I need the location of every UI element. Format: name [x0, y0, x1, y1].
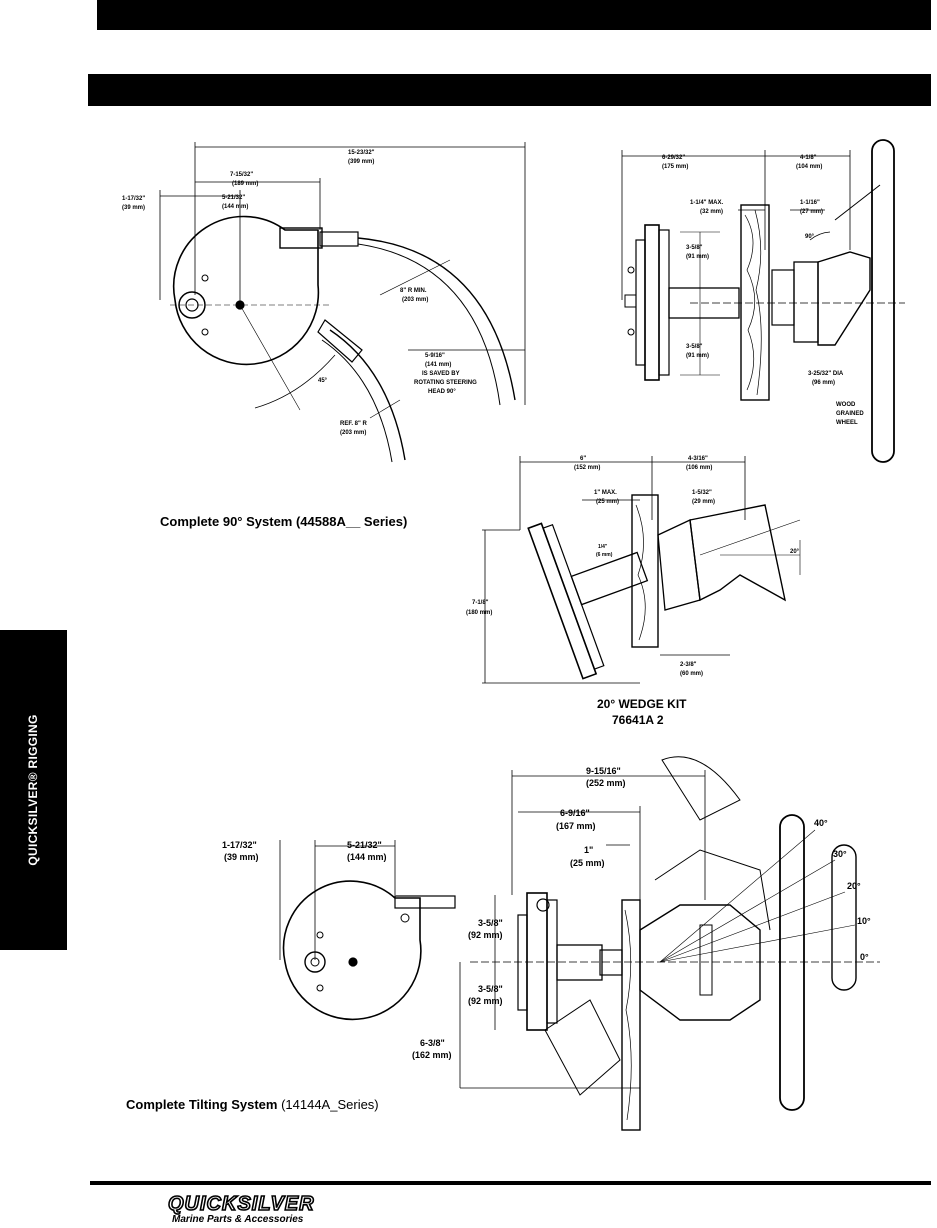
- dim-side-a: 6-29/32": [662, 155, 685, 161]
- dim-wedge-e: 1/4": [598, 544, 608, 550]
- caption-tilting-title: Complete Tilting System: [126, 1097, 278, 1112]
- caption-tilting-system: Complete Tilting System (14144A_Series): [126, 1097, 379, 1112]
- caption-wedge-part: 76641A 2: [612, 713, 664, 727]
- dim-wedge-b-mm: (106 mm): [686, 465, 712, 471]
- dim-wedge-b: 4-3/16": [688, 456, 708, 462]
- dim-tilt-c-mm: (25 mm): [570, 858, 605, 868]
- wheel-label-1: WOOD: [836, 402, 856, 408]
- dim-side-b: 4-1/8": [800, 155, 817, 161]
- dim-radius-mm: (203 mm): [402, 297, 428, 303]
- dim-side-d-mm: (27 mm): [800, 209, 823, 215]
- dim-tilt-f-mm: (92 mm): [468, 930, 503, 940]
- dim-overall-mm: (399 mm): [348, 159, 374, 165]
- logo-wordmark: QUICKSILVER: [167, 1193, 315, 1215]
- dim-wedge-f-mm: (60 mm): [680, 671, 703, 677]
- dim-wedge-angle: 20°: [790, 549, 800, 555]
- dim-tilt-h: 6-3/8": [420, 1038, 445, 1048]
- dim-wedge-h: 7-1/8": [472, 600, 489, 606]
- dim-wedge-f: 2-3/8": [680, 662, 697, 668]
- section-title-bar: [88, 74, 931, 106]
- dim-overall: 15-23/32": [348, 150, 375, 156]
- footer-rule: [90, 1181, 931, 1185]
- dim-angle-45: 45°: [318, 378, 328, 384]
- header-bar: [97, 0, 931, 30]
- dim-tilt-a: 9-15/16": [586, 766, 621, 776]
- dim-5-21-32: 5-21/32": [222, 195, 245, 201]
- dim-wedge-a: 6": [580, 456, 586, 462]
- dim-side-angle: 90°: [805, 234, 815, 240]
- dim-ref-radius-mm: (203 mm): [340, 430, 366, 436]
- caption-wedge-title: 20° WEDGE KIT: [597, 697, 687, 711]
- dim-tilt-c: 1": [584, 845, 593, 855]
- dim-side-f: 3-5/8": [686, 344, 703, 350]
- dim-saved-note-3: HEAD 90°: [428, 389, 456, 395]
- figure-wedge-kit: 6" (152 mm) 4-3/16" (106 mm) 1" MAX. (25…: [466, 456, 801, 684]
- dim-tilt-f: 3-5/8": [478, 918, 503, 928]
- caption-90-system: Complete 90° System (44588A__ Series): [160, 514, 408, 529]
- figure-tilting-system: 9-15/16" (252 mm) 6-9/16" (167 mm) 1" (2…: [222, 756, 880, 1131]
- dim-wedge-c: 1" MAX.: [594, 490, 617, 496]
- dim-wedge-c-mm: (25 mm): [596, 499, 619, 505]
- dim-saved-note-2: ROTATING STEERING: [414, 380, 477, 386]
- dim-radius: 8" R MIN.: [400, 288, 427, 294]
- dim-7-15-32-mm: (189 mm): [232, 181, 258, 187]
- dim-side-c-mm: (32 mm): [700, 209, 723, 215]
- caption-tilting-series: (14144A_Series): [277, 1097, 379, 1112]
- dim-side-dia: 3-25/32" DIA: [808, 371, 844, 377]
- figure-side-view: 6-29/32" (175 mm) 4-1/8" (104 mm) 1-1/4"…: [621, 139, 905, 463]
- dim-side-f-mm: (91 mm): [686, 353, 709, 359]
- wheel-label-2: GRAINED: [836, 411, 864, 417]
- dim-tilt-b: 6-9/16": [560, 808, 590, 818]
- dim-wedge-d: 1-5/32": [692, 490, 712, 496]
- angle-40: 40°: [814, 818, 828, 828]
- dim-wedge-d-mm: (29 mm): [692, 499, 715, 505]
- dim-tilt-e: 5-21/32": [347, 840, 382, 850]
- dim-side-d: 1-1/16": [800, 200, 820, 206]
- dim-tilt-g-mm: (92 mm): [468, 996, 503, 1006]
- dim-side-e-mm: (91 mm): [686, 254, 709, 260]
- dim-side-b-mm: (104 mm): [796, 164, 822, 170]
- angle-0: 0°: [860, 952, 869, 962]
- dim-saved-mm: (141 mm): [425, 362, 451, 368]
- wheel-label-3: WHEEL: [836, 420, 858, 426]
- dim-5-21-32-mm: (144 mm): [222, 204, 248, 210]
- logo-tagline: Marine Parts & Accessories: [172, 1214, 304, 1225]
- dim-side-c: 1-1/4" MAX.: [690, 200, 724, 206]
- dim-wedge-e-mm: (6 mm): [596, 552, 613, 558]
- quicksilver-logo: QUICKSILVER Marine Parts & Accessories: [167, 1193, 315, 1225]
- side-tab: [0, 630, 67, 950]
- dim-side-e: 3-5/8": [686, 245, 703, 251]
- dim-tilt-d-mm: (39 mm): [224, 852, 259, 862]
- figure-90-system: 15-23/32" (399 mm) 7-15/32" (189 mm) 5-2…: [122, 142, 526, 463]
- angle-20: 20°: [847, 881, 861, 891]
- dim-tilt-b-mm: (167 mm): [556, 821, 596, 831]
- dim-saved-note-1: IS SAVED BY: [422, 371, 460, 377]
- dim-tilt-e-mm: (144 mm): [347, 852, 387, 862]
- dim-tilt-d: 1-17/32": [222, 840, 257, 850]
- dim-tilt-g: 3-5/8": [478, 984, 503, 994]
- dim-side-dia-mm: (96 mm): [812, 380, 835, 386]
- dim-saved: 5-9/16": [425, 353, 445, 359]
- dim-wedge-a-mm: (152 mm): [574, 465, 600, 471]
- dim-1-17-32: 1-17/32": [122, 196, 145, 202]
- dim-tilt-h-mm: (162 mm): [412, 1050, 452, 1060]
- dim-1-17-32-mm: (39 mm): [122, 205, 145, 211]
- dim-tilt-a-mm: (252 mm): [586, 778, 626, 788]
- dim-ref-radius: REF. 8" R: [340, 421, 368, 427]
- dim-7-15-32: 7-15/32": [230, 172, 253, 178]
- angle-30: 30°: [833, 849, 847, 859]
- dim-side-a-mm: (175 mm): [662, 164, 688, 170]
- angle-10: 10°: [857, 916, 871, 926]
- dim-wedge-h-mm: (180 mm): [466, 610, 492, 616]
